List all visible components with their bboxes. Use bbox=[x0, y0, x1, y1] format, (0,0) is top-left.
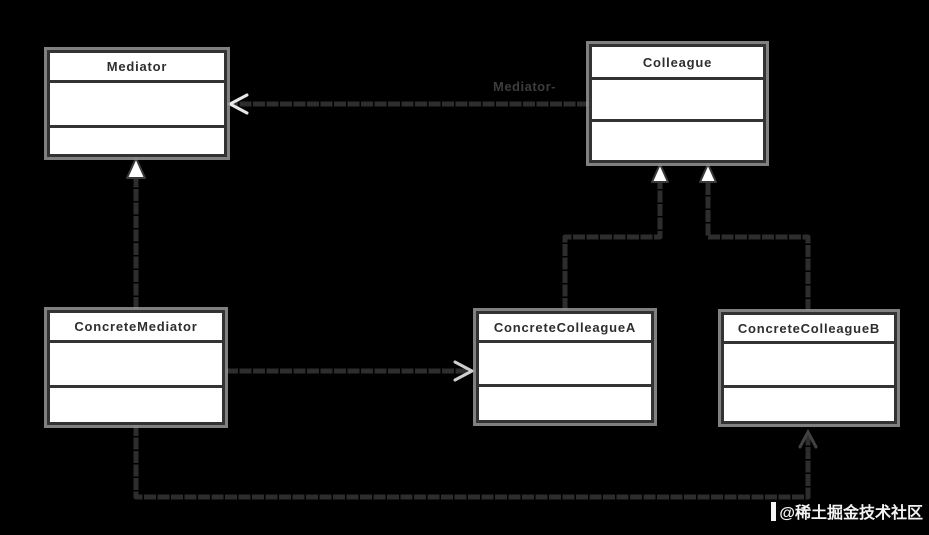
class-methods-mediator bbox=[50, 128, 224, 154]
edge-concretecolleagueb-to-colleague bbox=[705, 183, 811, 311]
edge-concretecolleaguea-to-colleague bbox=[562, 183, 663, 310]
triangle-arrow-colleague-right bbox=[699, 163, 717, 183]
triangle-arrow-colleague-left bbox=[651, 163, 669, 183]
class-attributes-concrete-mediator bbox=[50, 343, 222, 388]
open-arrow-into-concretecolleagueb bbox=[798, 428, 818, 449]
class-methods-concrete-mediator bbox=[50, 388, 222, 422]
class-attributes-concrete-colleague-b bbox=[724, 344, 894, 388]
class-methods-colleague bbox=[592, 122, 763, 160]
class-box-mediator: Mediator bbox=[47, 50, 227, 157]
class-methods-concrete-colleague-a bbox=[479, 387, 651, 420]
watermark: @稀土掘金技术社区 bbox=[771, 499, 923, 523]
watermark-text: @稀土掘金技术社区 bbox=[779, 505, 923, 522]
watermark-bar-icon bbox=[771, 501, 777, 521]
class-box-concrete-colleague-b: ConcreteColleagueB bbox=[721, 312, 897, 424]
association-label: Mediator- bbox=[493, 79, 556, 94]
class-title-concrete-colleague-a: ConcreteColleagueA bbox=[479, 314, 651, 343]
class-title-mediator: Mediator bbox=[50, 53, 224, 83]
class-title-concrete-mediator: ConcreteMediator bbox=[50, 313, 222, 343]
class-attributes-concrete-colleague-a bbox=[479, 343, 651, 387]
class-title-concrete-colleague-b: ConcreteColleagueB bbox=[724, 315, 894, 344]
inheritance-triangles bbox=[126, 157, 717, 183]
open-arrow-into-concretecolleaguea bbox=[453, 360, 476, 382]
class-box-concrete-colleague-a: ConcreteColleagueA bbox=[476, 311, 654, 423]
class-title-colleague: Colleague bbox=[592, 47, 763, 80]
association-arrowheads bbox=[226, 93, 818, 449]
connector-lines bbox=[133, 101, 811, 500]
triangle-arrow-mediator bbox=[126, 157, 146, 179]
class-attributes-mediator bbox=[50, 83, 224, 128]
edge-concretemediator-to-concretecolleagueb bbox=[133, 424, 811, 500]
class-box-colleague: Colleague bbox=[589, 44, 766, 163]
open-arrow-into-mediator bbox=[226, 93, 249, 115]
class-attributes-colleague bbox=[592, 80, 763, 122]
class-methods-concrete-colleague-b bbox=[724, 388, 894, 421]
class-box-concrete-mediator: ConcreteMediator bbox=[47, 310, 225, 425]
